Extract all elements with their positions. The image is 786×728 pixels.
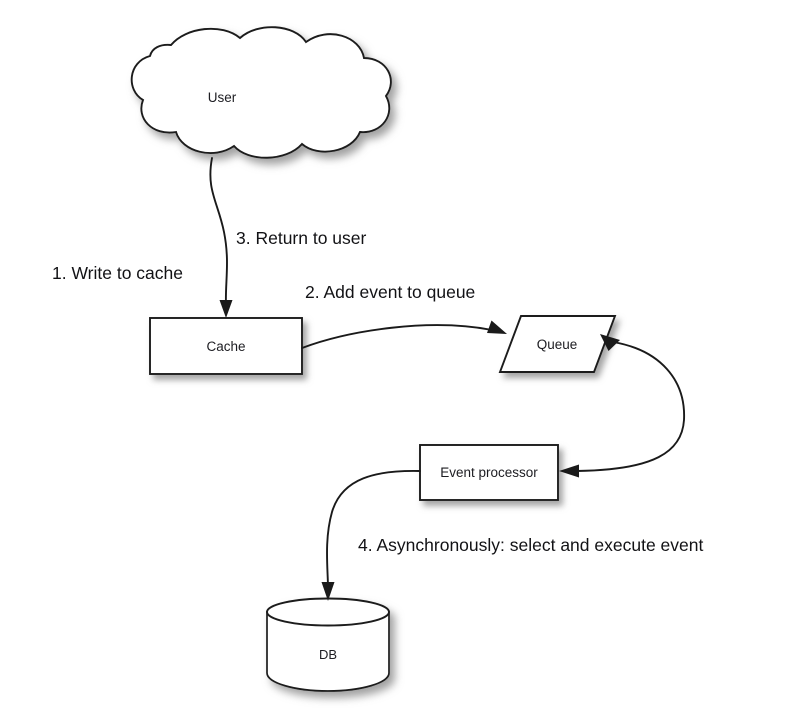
arrow-head-cache [219, 300, 233, 318]
node-cache-label: Cache [206, 339, 245, 354]
node-user[interactable]: User [130, 26, 392, 159]
node-event-processor[interactable]: Event processor [419, 444, 559, 501]
step-label-1: 1. Write to cache [52, 263, 183, 283]
node-event-processor-label: Event processor [440, 465, 538, 480]
step-label-3: 3. Return to user [236, 228, 367, 248]
node-cache[interactable]: Cache [149, 317, 303, 375]
arrow-head-event-processor [559, 464, 579, 478]
node-queue[interactable]: Queue [498, 315, 617, 373]
edge-user-to-cache[interactable] [209, 157, 233, 318]
node-user-label: User [208, 90, 237, 105]
edge-queue-event-processor[interactable] [559, 334, 685, 478]
edge-event-processor-to-db[interactable] [321, 470, 421, 601]
arrow-head-db [321, 582, 335, 601]
step-label-2: 2. Add event to queue [305, 282, 475, 302]
node-queue-label: Queue [537, 337, 578, 352]
node-db-label: DB [319, 647, 337, 662]
node-db[interactable]: DB [266, 597, 390, 692]
edge-cache-to-queue[interactable] [301, 320, 507, 349]
arrow-head-queue-left [487, 320, 507, 334]
step-label-4: 4. Asynchronously: select and execute ev… [358, 535, 703, 555]
arrow-head-queue-right [600, 334, 620, 351]
